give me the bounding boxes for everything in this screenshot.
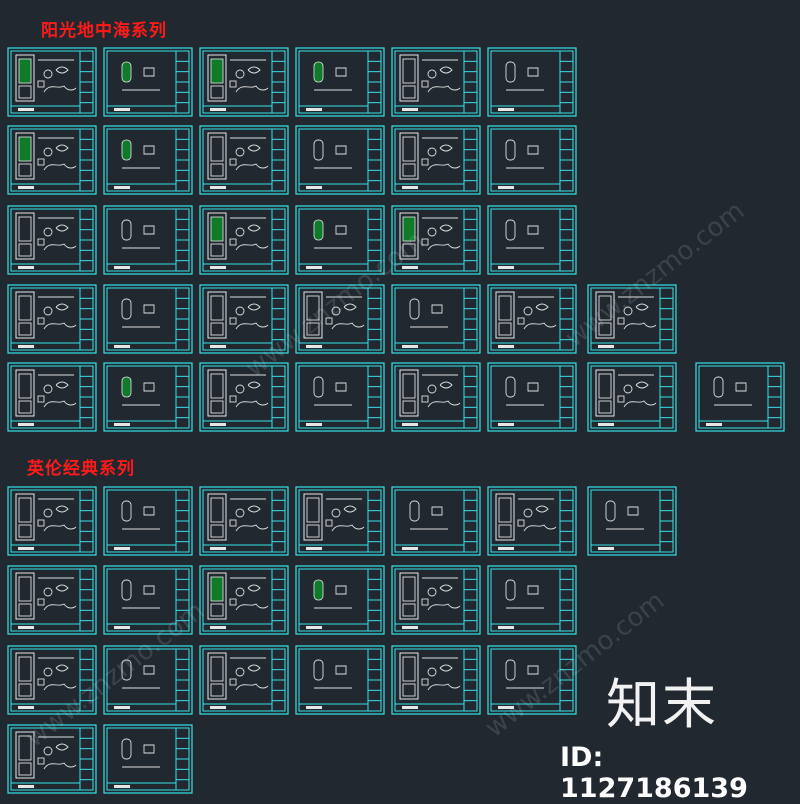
cad-sheet-thumbnail[interactable] bbox=[488, 566, 576, 634]
glass-panel-detail bbox=[506, 660, 515, 680]
glass-panel-detail bbox=[122, 580, 131, 600]
glass-panel-detail bbox=[314, 220, 323, 240]
glass-panel-detail bbox=[122, 739, 131, 759]
cad-sheet-thumbnail[interactable] bbox=[488, 487, 576, 555]
glass-panel-detail bbox=[506, 140, 515, 160]
cad-sheet-thumbnail[interactable] bbox=[296, 48, 384, 116]
glass-panel-detail bbox=[122, 62, 131, 82]
glass-panel-detail bbox=[122, 220, 131, 240]
cad-sheet-thumbnail[interactable] bbox=[200, 566, 288, 634]
cad-sheet-thumbnail[interactable] bbox=[392, 285, 480, 353]
cad-sheet-thumbnail[interactable] bbox=[488, 363, 576, 431]
cad-sheet-thumbnail[interactable] bbox=[104, 206, 192, 274]
cad-sheet-thumbnail[interactable] bbox=[488, 126, 576, 194]
cad-sheet-thumbnail[interactable] bbox=[8, 566, 96, 634]
cad-sheet-thumbnail[interactable] bbox=[392, 487, 480, 555]
glass-panel-detail bbox=[714, 377, 723, 397]
glass-panel-detail bbox=[606, 501, 615, 521]
glass-panel-detail bbox=[122, 377, 131, 397]
glass-panel-detail bbox=[410, 299, 419, 319]
cad-sheet-thumbnail[interactable] bbox=[8, 285, 96, 353]
glass-panel-detail bbox=[122, 299, 131, 319]
cad-sheet-thumbnail[interactable] bbox=[392, 126, 480, 194]
cad-sheet-thumbnail[interactable] bbox=[296, 363, 384, 431]
cad-sheet-thumbnail[interactable] bbox=[392, 566, 480, 634]
cad-sheet-thumbnail[interactable] bbox=[8, 363, 96, 431]
cad-sheet-thumbnail[interactable] bbox=[588, 487, 676, 555]
glass-panel-detail bbox=[506, 377, 515, 397]
glass-panel-detail bbox=[122, 140, 131, 160]
cad-sheet-thumbnail[interactable] bbox=[8, 206, 96, 274]
cad-sheet-thumbnail[interactable] bbox=[296, 487, 384, 555]
glass-panel-detail bbox=[506, 220, 515, 240]
watermark-id: ID: 1127186139 bbox=[560, 742, 800, 804]
cad-sheet-thumbnail[interactable] bbox=[104, 487, 192, 555]
cad-sheet-thumbnail[interactable] bbox=[104, 725, 192, 793]
cad-sheet-thumbnail[interactable] bbox=[200, 206, 288, 274]
glass-panel-detail bbox=[410, 501, 419, 521]
glass-panel-detail bbox=[506, 580, 515, 600]
cad-sheet-thumbnail[interactable] bbox=[104, 363, 192, 431]
cad-sheet-thumbnail[interactable] bbox=[104, 285, 192, 353]
cad-sheet-thumbnail[interactable] bbox=[588, 363, 676, 431]
cad-sheet-thumbnail[interactable] bbox=[392, 48, 480, 116]
cad-sheet-thumbnail[interactable] bbox=[8, 487, 96, 555]
cad-sheet-thumbnail[interactable] bbox=[696, 363, 784, 431]
glass-panel-detail bbox=[314, 62, 323, 82]
glass-panel-detail bbox=[506, 62, 515, 82]
watermark-brand: 知末 bbox=[606, 660, 718, 739]
cad-sheet-thumbnail[interactable] bbox=[200, 646, 288, 714]
cad-sheet-thumbnail[interactable] bbox=[200, 48, 288, 116]
glass-panel-detail bbox=[314, 140, 323, 160]
cad-sheet-thumbnail[interactable] bbox=[296, 126, 384, 194]
cad-sheet-thumbnail[interactable] bbox=[200, 487, 288, 555]
cad-sheet-thumbnail[interactable] bbox=[296, 566, 384, 634]
cad-sheet-thumbnail[interactable] bbox=[8, 48, 96, 116]
cad-sheet-thumbnail[interactable] bbox=[296, 646, 384, 714]
cad-sheet-thumbnail[interactable] bbox=[488, 206, 576, 274]
glass-panel-detail bbox=[314, 377, 323, 397]
cad-sheet-thumbnail[interactable] bbox=[104, 48, 192, 116]
cad-sheet-thumbnail[interactable] bbox=[488, 285, 576, 353]
cad-sheet-thumbnail[interactable] bbox=[392, 646, 480, 714]
cad-sheet-thumbnail[interactable] bbox=[488, 48, 576, 116]
cad-sheet-thumbnail[interactable] bbox=[392, 363, 480, 431]
cad-sheet-thumbnail[interactable] bbox=[104, 126, 192, 194]
cad-sheet-thumbnail[interactable] bbox=[200, 126, 288, 194]
cad-sheet-thumbnail[interactable] bbox=[8, 126, 96, 194]
glass-panel-detail bbox=[314, 580, 323, 600]
cad-sheet-thumbnail[interactable] bbox=[200, 363, 288, 431]
glass-panel-detail bbox=[122, 501, 131, 521]
glass-panel-detail bbox=[314, 660, 323, 680]
